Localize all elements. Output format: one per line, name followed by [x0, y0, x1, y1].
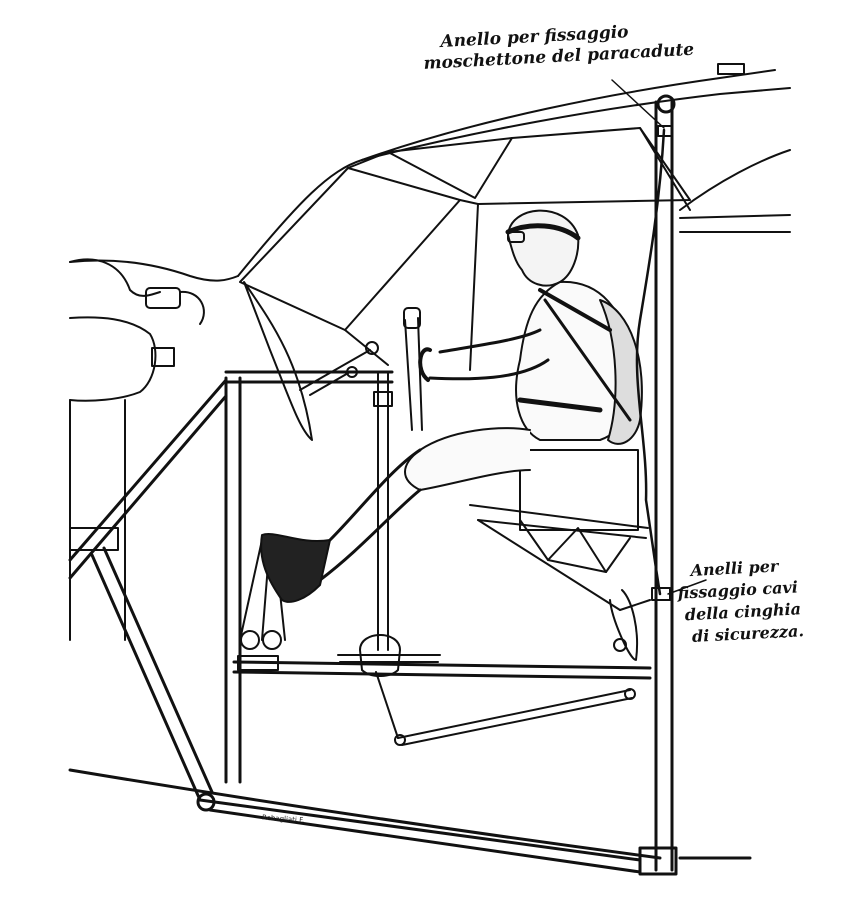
seat-truss	[470, 450, 650, 660]
pilot-figure	[261, 211, 642, 602]
control-column	[300, 308, 635, 745]
leader-lines	[612, 80, 706, 594]
harness-rings-annotation: Anelli per fissaggio cavi della cinghia …	[677, 554, 804, 648]
parachute-lanyard	[637, 126, 672, 600]
fuselage-outline	[70, 64, 790, 281]
windscreen	[244, 282, 312, 440]
engine-accessories	[70, 259, 204, 640]
tubular-frame	[70, 96, 750, 874]
